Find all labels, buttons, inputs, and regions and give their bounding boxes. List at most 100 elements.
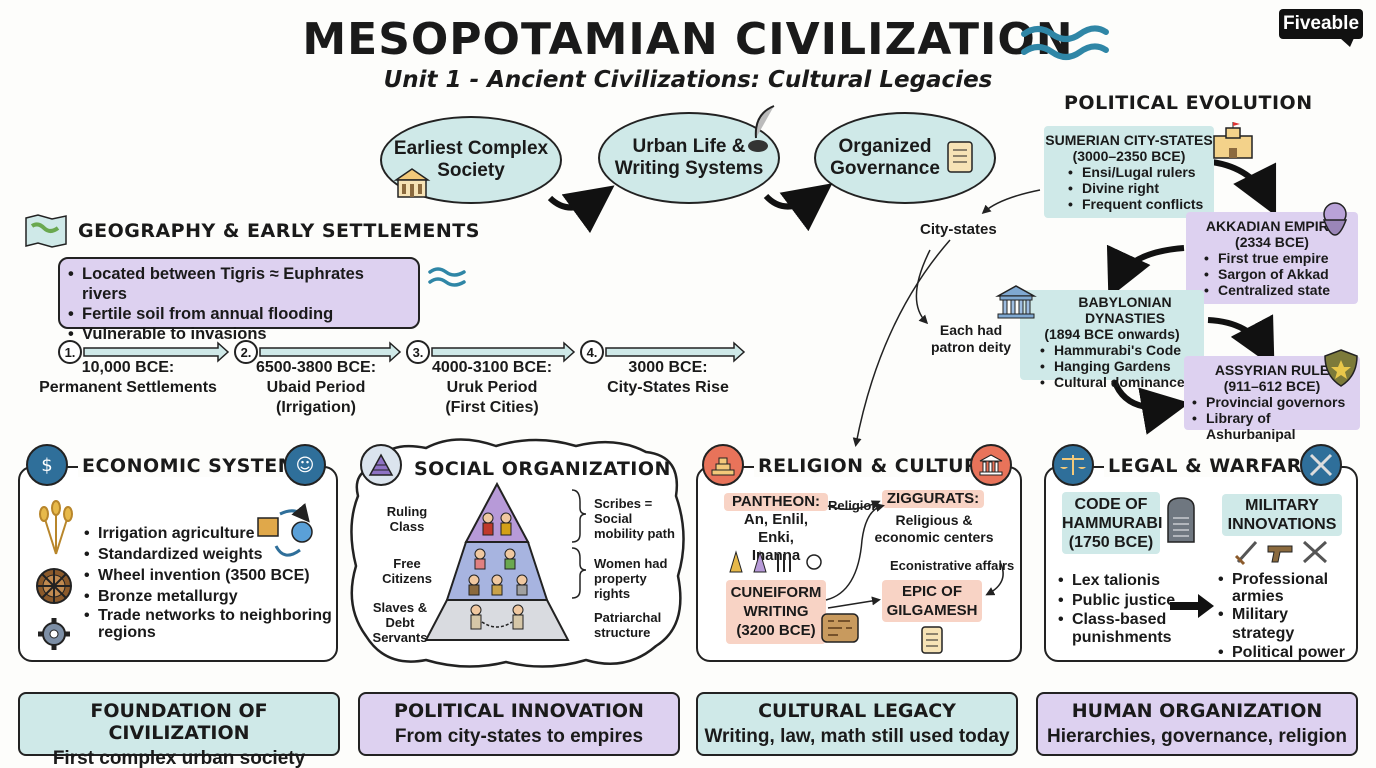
legal-arrow-icon	[1170, 594, 1214, 618]
timeline-step-number: 1.	[58, 340, 82, 364]
fiveable-logo[interactable]: Fiveable	[1279, 9, 1363, 39]
timeline-label: Ubaid Period	[266, 379, 366, 396]
economic-bullet: Bronze metallurgy	[84, 586, 334, 607]
religion-heading: RELIGION & CULTURE	[754, 455, 997, 477]
city-states-label: City-states	[920, 221, 997, 238]
arrow-akkad-babylon	[1106, 244, 1185, 299]
babylonian-bullet: Cultural dominance	[1040, 374, 1204, 390]
wheel-icon	[36, 568, 72, 604]
social-right-line: Social	[594, 511, 633, 526]
legal-heading: LEGAL & WARFARE	[1104, 455, 1320, 477]
timeline-note: (First Cities)	[445, 399, 539, 416]
oval2-line2: Writing Systems	[614, 158, 764, 179]
cuneiform-line: WRITING	[743, 603, 809, 620]
assyrian-title: ASSYRIAN RULE	[1214, 362, 1330, 378]
ruler-figures-icon	[482, 512, 512, 536]
social-left-slaves: Slaves & Debt Servants	[360, 600, 440, 645]
code-line: CODE OF	[1074, 496, 1148, 513]
babylonian-bullet: Hanging Gardens	[1040, 358, 1204, 374]
social-left-line: Debt	[385, 615, 415, 630]
akkadian-title: AKKADIAN EMPIRE	[1205, 218, 1339, 234]
gear-icon	[38, 618, 70, 650]
social-heading: SOCIAL ORGANIZATION	[414, 458, 671, 480]
water-wave-icon	[1021, 25, 1109, 60]
patron-deity-note: Each had patron deity	[924, 322, 1018, 356]
clay-tablet-icon	[821, 613, 859, 643]
akkadian-dates: (2334 BCE)	[1235, 234, 1309, 250]
pyramid-icon	[360, 444, 402, 486]
wheat-icon	[39, 500, 73, 555]
legal-list: Lex talionis Public justice Class-based …	[1058, 571, 1190, 647]
cuneiform-box: CUNEIFORM WRITING (3200 BCE)	[726, 580, 826, 644]
economic-bullet: Standardized weights	[84, 544, 334, 565]
footer-card-human: HUMAN ORGANIZATION Hierarchies, governan…	[1036, 692, 1358, 756]
oval-urban-writing: Urban Life &Writing Systems	[598, 112, 780, 204]
timeline-item-3: 4000-3100 BCE: Uruk Period (First Cities…	[408, 358, 576, 418]
citizen-figures-icon	[468, 548, 528, 596]
social-left-line: Ruling	[386, 504, 428, 519]
babylonian-box: BABYLONIAN DYNASTIES (1894 BCE onwards) …	[1020, 290, 1204, 390]
admin-affairs-label: Econistrative affairs	[890, 558, 1015, 573]
akkadian-box: AKKADIAN EMPIRE (2334 BCE) First true em…	[1186, 212, 1358, 304]
quill-inkwell-icon	[748, 105, 775, 152]
timeline-date: 3000 BCE:	[628, 359, 708, 376]
ziggurats-line: Religious &	[895, 512, 973, 528]
social-right-line: Patriarchal	[594, 610, 662, 625]
timeline-arrows	[83, 341, 746, 363]
stele-icon	[1167, 497, 1195, 543]
arrow-babylon-assyria	[1207, 314, 1275, 368]
legal-bullet: Lex talionis	[1058, 571, 1190, 591]
oval3-line1: Organized	[838, 136, 932, 157]
akkadian-bullet: Sargon of Akkad	[1204, 266, 1358, 282]
babylonian-dates: (1894 BCE onwards)	[1044, 326, 1180, 342]
footer-card-cultural: CULTURAL LEGACY Writing, law, math still…	[696, 692, 1018, 756]
code-hammurabi-box: CODE OF HAMMURABI (1750 BCE)	[1062, 492, 1162, 554]
footer-card-political: POLITICAL INNOVATION From city-states to…	[358, 692, 680, 756]
merchant-icon: ☺	[284, 444, 326, 486]
sumerian-title: SUMERIAN CITY-STATES	[1045, 132, 1213, 148]
social-braces	[571, 489, 587, 599]
military-list: Professional armies Military strategy Po…	[1218, 571, 1354, 662]
social-right-scribes: Scribes = Social mobility path	[594, 496, 690, 541]
deity-figures-icon	[729, 550, 822, 573]
cuneiform-line: CUNEIFORM	[730, 584, 822, 601]
sumerian-bullet: Ensi/Lugal rulers	[1068, 164, 1214, 180]
footer-sub: From city-states to empires	[394, 726, 644, 747]
economic-heading: ECONOMIC SYSTEMS	[78, 455, 316, 477]
pantheon-gods: Inanna	[751, 547, 801, 564]
sumerian-bullet: Divine right	[1068, 180, 1214, 196]
akkadian-bullet: Centralized state	[1204, 282, 1358, 298]
epic-gilgamesh-box: EPIC OF GILGAMESH	[882, 580, 982, 622]
ziggurat-icon	[702, 444, 744, 486]
footer-heading: HUMAN ORGANIZATION	[1071, 700, 1323, 722]
logo-tail-icon	[1340, 38, 1354, 47]
sumerian-box: SUMERIAN CITY-STATES (3000–2350 BCE) Ens…	[1044, 126, 1214, 218]
social-right-line: structure	[594, 625, 651, 640]
epic-line: GILGAMESH	[886, 602, 978, 619]
oval2-line1: Urban Life &	[632, 136, 746, 157]
cuneiform-line: (3200 BCE)	[736, 622, 816, 639]
social-right-women: Women had property rights	[594, 556, 690, 601]
social-left-ruling: Ruling Class	[372, 504, 442, 534]
social-right-line: property	[594, 571, 647, 586]
babylonian-title: BABYLONIAN DYNASTIES	[1078, 294, 1172, 326]
oval1-line1: Earliest Complex	[393, 138, 549, 159]
social-left-line: Free	[393, 556, 421, 571]
geography-facts-box: Located between Tigris ≈ Euphrates river…	[58, 257, 420, 344]
timeline-step-number: 4.	[580, 340, 604, 364]
geo-bullet: Vulnerable to invasions	[68, 324, 410, 344]
timeline-item-2: 6500-3800 BCE: Ubaid Period (Irrigation)	[232, 358, 400, 418]
patron-line: Each had	[939, 322, 1003, 338]
arrow-to-city-states	[981, 189, 1041, 214]
timeline-item-1: 10,000 BCE: Permanent Settlements	[34, 358, 222, 398]
social-left-free: Free Citizens	[372, 556, 442, 586]
social-right-line: Scribes =	[594, 496, 653, 511]
king-head-icon	[1322, 202, 1348, 236]
epic-line: EPIC OF	[901, 583, 962, 600]
geo-bullet: Located between Tigris ≈ Euphrates river…	[68, 264, 410, 304]
oval3-line2: Governance	[830, 158, 940, 179]
scroll-small-icon	[921, 626, 943, 654]
weapons-icon	[1234, 540, 1328, 566]
legal-bullet: Public justice	[1058, 591, 1190, 611]
